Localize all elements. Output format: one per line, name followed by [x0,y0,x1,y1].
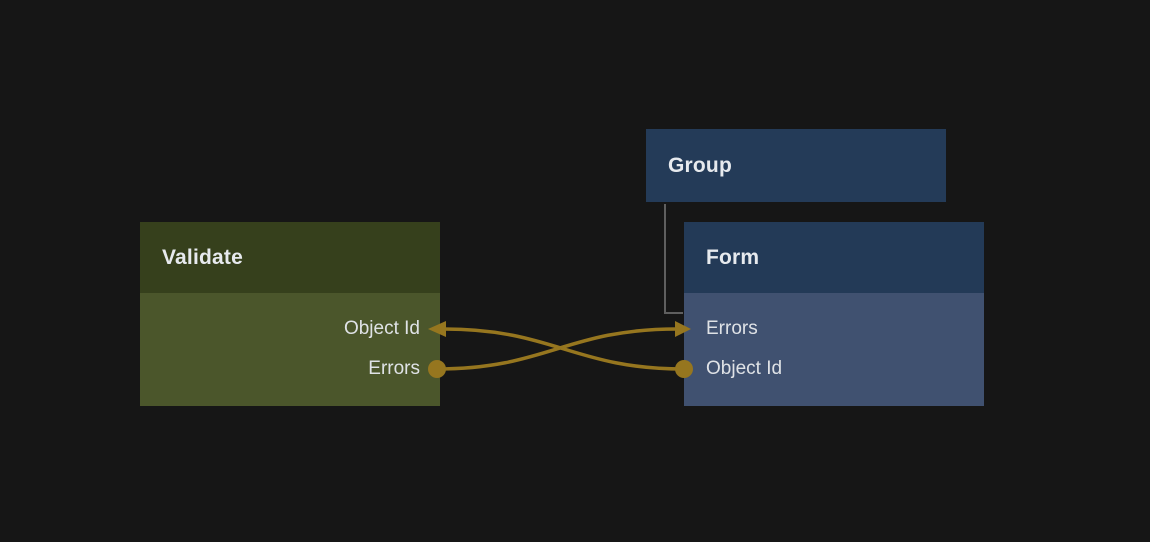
port-form-errors-label: Errors [706,318,758,339]
node-validate-title: Validate [162,245,243,269]
port-validate-errors[interactable]: Errors [140,349,440,389]
node-validate-header[interactable]: Validate [140,222,440,293]
node-group-title: Group [668,153,732,177]
port-validate-errors-label: Errors [368,358,420,379]
node-validate[interactable]: Validate Object Id Errors [140,222,440,406]
node-group-header[interactable]: Group [646,129,946,202]
group-to-form-link-line[interactable] [664,204,683,314]
port-validate-object-id-label: Object Id [343,318,420,339]
port-form-object-id-label: Object Id [706,358,783,379]
node-form[interactable]: Form Errors Object Id [684,222,984,406]
node-form-title: Form [706,245,760,269]
port-form-errors[interactable]: Errors [684,309,984,349]
node-form-body: Errors Object Id [684,293,984,406]
arrowhead-validate-object-id [428,321,446,337]
port-dot-validate-errors[interactable] [428,360,446,378]
port-dot-form-object-id[interactable] [675,360,693,378]
node-validate-body: Object Id Errors [140,293,440,406]
wire-validate-errors-to-form-errors[interactable] [435,327,679,371]
arrowhead-form-errors [675,321,691,337]
port-validate-object-id[interactable]: Object Id [140,309,440,349]
wire-form-objectid-to-validate-objectid[interactable] [442,327,686,371]
node-group[interactable]: Group [646,129,946,202]
port-form-object-id[interactable]: Object Id [684,349,984,389]
node-form-header[interactable]: Form [684,222,984,293]
